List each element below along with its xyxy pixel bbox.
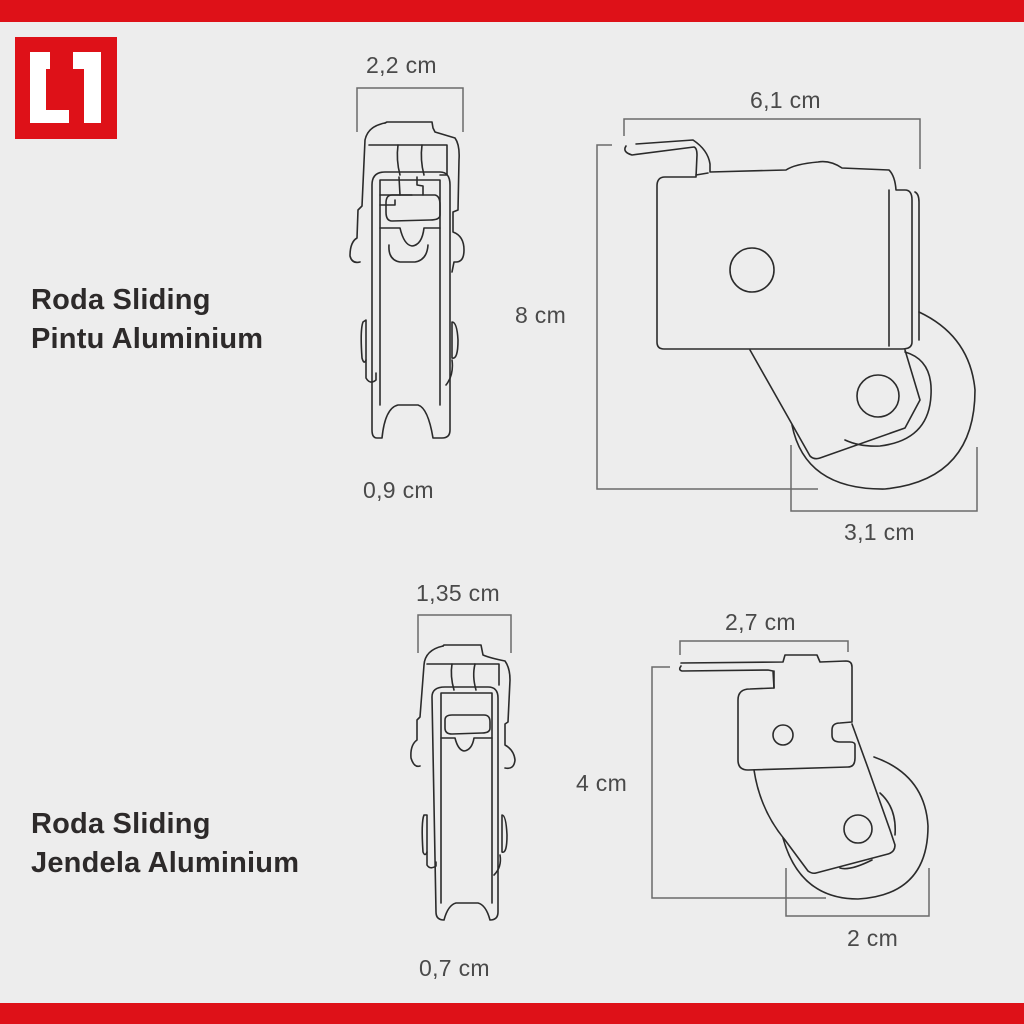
brand-logo-icon xyxy=(15,37,117,139)
dim-label-length: 2,7 cm xyxy=(725,609,796,635)
front-view-drawing-pintu xyxy=(349,87,465,439)
product-title-jendela: Roda Sliding Jendela Aluminium xyxy=(31,805,299,883)
dim-label-wheel-diameter: 3,1 cm xyxy=(844,519,915,545)
title-line-2: Jendela Aluminium xyxy=(31,847,300,879)
title-line-1: Roda Sliding xyxy=(31,284,211,316)
dim-label-wheel-width: 0,7 cm xyxy=(419,955,490,981)
dim-label-length: 6,1 cm xyxy=(750,87,821,113)
dim-label-height: 4 cm xyxy=(576,770,628,796)
side-view-drawing-pintu xyxy=(596,118,978,512)
dim-label-wheel-width: 0,9 cm xyxy=(363,477,434,503)
title-line-1: Roda Sliding xyxy=(31,808,211,840)
dim-label-front-width: 1,35 cm xyxy=(416,580,500,606)
side-view-drawing-jendela xyxy=(651,640,930,917)
dim-label-height: 8 cm xyxy=(515,302,567,328)
title-line-2: Pintu Aluminium xyxy=(31,323,264,355)
bottom-accent-bar xyxy=(0,1003,1024,1024)
front-view-drawing-jendela xyxy=(410,614,516,921)
top-accent-bar xyxy=(0,0,1024,22)
dim-label-front-width: 2,2 cm xyxy=(366,52,437,78)
dim-label-wheel-diameter: 2 cm xyxy=(847,925,899,951)
product-title-pintu: Roda Sliding Pintu Aluminium xyxy=(31,281,263,359)
